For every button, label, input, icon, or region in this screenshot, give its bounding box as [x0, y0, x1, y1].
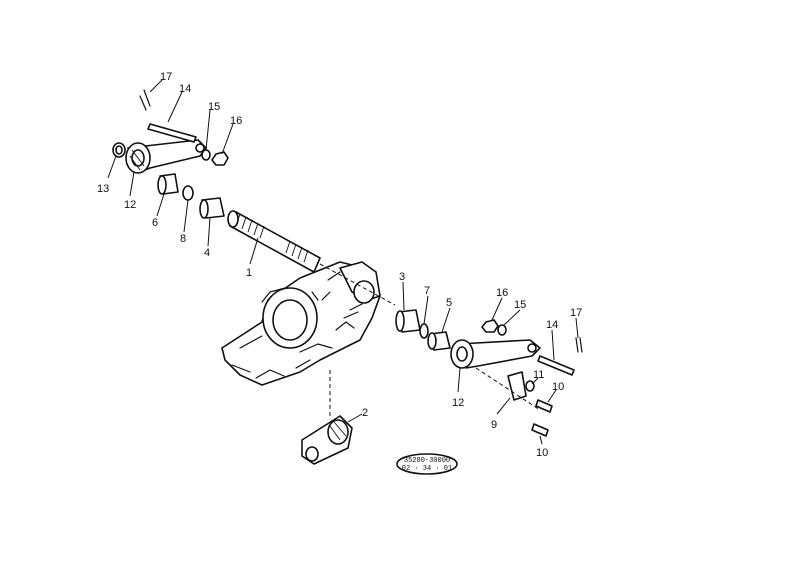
stamp-line-1: 35280-30000	[404, 457, 450, 465]
callout-7: 7	[424, 285, 430, 297]
housing	[221, 261, 381, 386]
lower-arm	[301, 370, 353, 465]
callout-10-lower: 10	[536, 447, 548, 459]
callout-14-left: 14	[179, 83, 191, 95]
stamp-line-2: 02 · 34 · 01	[402, 465, 452, 473]
callout-12-left: 12	[124, 199, 136, 211]
drawing-number-stamp: 35280-30000 02 · 34 · 01	[396, 453, 458, 475]
callout-13: 13	[97, 183, 109, 195]
callout-16-right: 16	[496, 287, 508, 299]
callout-2: 2	[362, 407, 368, 419]
leader-lines	[107, 79, 579, 445]
callout-14-right: 14	[546, 319, 558, 331]
right-lever-assembly	[395, 309, 583, 437]
callout-11: 11	[533, 369, 544, 381]
callout-4: 4	[204, 247, 210, 259]
left-lever-assembly	[112, 89, 229, 219]
callout-16-left: 16	[230, 115, 242, 127]
callouts: 17 14 15 16 13 12 6 8 4 1 3 7 5 16 15 14…	[97, 71, 582, 459]
callout-12-right: 12	[452, 397, 464, 409]
callout-3: 3	[399, 271, 405, 283]
splined-shaft	[227, 210, 396, 306]
callout-8: 8	[180, 233, 186, 245]
callout-9: 9	[491, 419, 497, 431]
callout-10-upper: 10	[552, 381, 564, 393]
callout-6: 6	[152, 217, 158, 229]
callout-17-right: 17	[570, 307, 582, 319]
callout-15-left: 15	[208, 101, 220, 113]
callout-1: 1	[246, 267, 252, 279]
callout-5: 5	[446, 297, 452, 309]
callout-15-right: 15	[514, 299, 526, 311]
callout-17-left: 17	[160, 71, 172, 83]
